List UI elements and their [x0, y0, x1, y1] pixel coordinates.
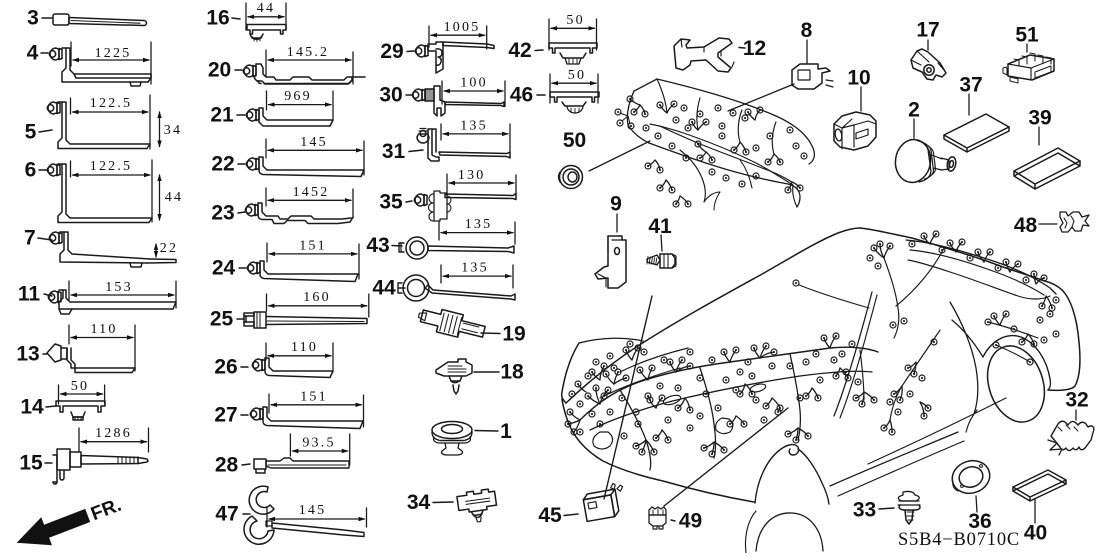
svg-text:47: 47 [215, 503, 238, 526]
svg-text:17: 17 [916, 19, 939, 42]
svg-text:27: 27 [214, 404, 237, 427]
svg-text:130: 130 [458, 168, 486, 183]
svg-text:32: 32 [1065, 389, 1088, 412]
svg-text:93.5: 93.5 [302, 436, 335, 451]
svg-text:43: 43 [366, 234, 389, 257]
svg-text:1286: 1286 [95, 426, 132, 441]
svg-text:1225: 1225 [95, 46, 132, 61]
svg-text:40: 40 [1024, 522, 1047, 545]
svg-text:24: 24 [212, 257, 236, 280]
svg-text:16: 16 [206, 7, 229, 30]
svg-text:50: 50 [71, 379, 89, 394]
svg-text:18: 18 [500, 361, 524, 384]
svg-text:44: 44 [257, 1, 275, 16]
svg-text:36: 36 [968, 510, 991, 533]
svg-text:S5B4−B0710C: S5B4−B0710C [898, 530, 1020, 550]
svg-text:23: 23 [211, 202, 234, 225]
svg-text:21: 21 [210, 104, 234, 127]
svg-text:135: 135 [465, 217, 493, 232]
svg-text:41: 41 [648, 215, 672, 238]
svg-text:45: 45 [538, 504, 562, 527]
svg-text:151: 151 [300, 390, 328, 405]
svg-text:44: 44 [372, 277, 396, 300]
svg-text:110: 110 [291, 340, 318, 355]
svg-text:14: 14 [20, 396, 44, 419]
svg-text:50: 50 [563, 129, 586, 152]
svg-text:1005: 1005 [444, 20, 481, 35]
svg-text:46: 46 [510, 84, 533, 107]
svg-text:50: 50 [566, 13, 584, 28]
svg-text:25: 25 [210, 308, 234, 331]
svg-text:135: 135 [460, 119, 488, 134]
svg-text:145.2: 145.2 [287, 45, 330, 60]
svg-text:22: 22 [211, 153, 234, 176]
svg-text:11: 11 [18, 283, 41, 306]
svg-text:39: 39 [1028, 107, 1051, 130]
svg-text:50: 50 [568, 68, 586, 83]
svg-text:37: 37 [959, 74, 982, 97]
svg-text:26: 26 [214, 356, 237, 379]
svg-text:44: 44 [165, 190, 183, 205]
svg-text:2: 2 [908, 99, 920, 122]
svg-text:145: 145 [300, 135, 328, 150]
svg-text:30: 30 [379, 84, 402, 107]
svg-text:1452: 1452 [293, 185, 330, 200]
svg-text:100: 100 [460, 76, 488, 91]
svg-text:110: 110 [90, 322, 117, 337]
svg-text:135: 135 [461, 261, 489, 276]
svg-text:9: 9 [610, 193, 622, 216]
svg-text:20: 20 [208, 59, 231, 82]
svg-text:145: 145 [299, 503, 327, 518]
svg-text:12: 12 [743, 37, 766, 60]
svg-text:51: 51 [1015, 24, 1039, 47]
svg-text:160: 160 [303, 290, 331, 305]
svg-text:48: 48 [1014, 214, 1038, 237]
svg-text:49: 49 [679, 510, 702, 533]
svg-text:13: 13 [16, 343, 39, 366]
svg-text:8: 8 [801, 19, 813, 42]
svg-text:4: 4 [27, 42, 39, 65]
svg-text:10: 10 [847, 67, 870, 90]
svg-text:6: 6 [25, 159, 37, 182]
svg-text:1: 1 [500, 420, 512, 443]
svg-text:34: 34 [164, 123, 182, 138]
svg-text:22: 22 [160, 241, 178, 256]
svg-text:34: 34 [407, 491, 431, 514]
svg-text:33: 33 [853, 499, 876, 522]
svg-text:15: 15 [19, 452, 43, 475]
svg-text:31: 31 [382, 140, 406, 163]
svg-text:153: 153 [105, 280, 133, 295]
svg-text:7: 7 [24, 227, 36, 250]
svg-text:5: 5 [25, 121, 37, 144]
svg-text:151: 151 [299, 239, 327, 254]
svg-text:29: 29 [380, 40, 403, 63]
svg-text:42: 42 [508, 39, 531, 62]
svg-text:122.5: 122.5 [90, 159, 133, 174]
svg-text:122.5: 122.5 [90, 96, 133, 111]
svg-text:19: 19 [502, 323, 525, 346]
svg-text:35: 35 [379, 191, 403, 214]
svg-text:969: 969 [284, 89, 312, 104]
svg-text:3: 3 [27, 7, 39, 30]
svg-text:28: 28 [215, 454, 239, 477]
